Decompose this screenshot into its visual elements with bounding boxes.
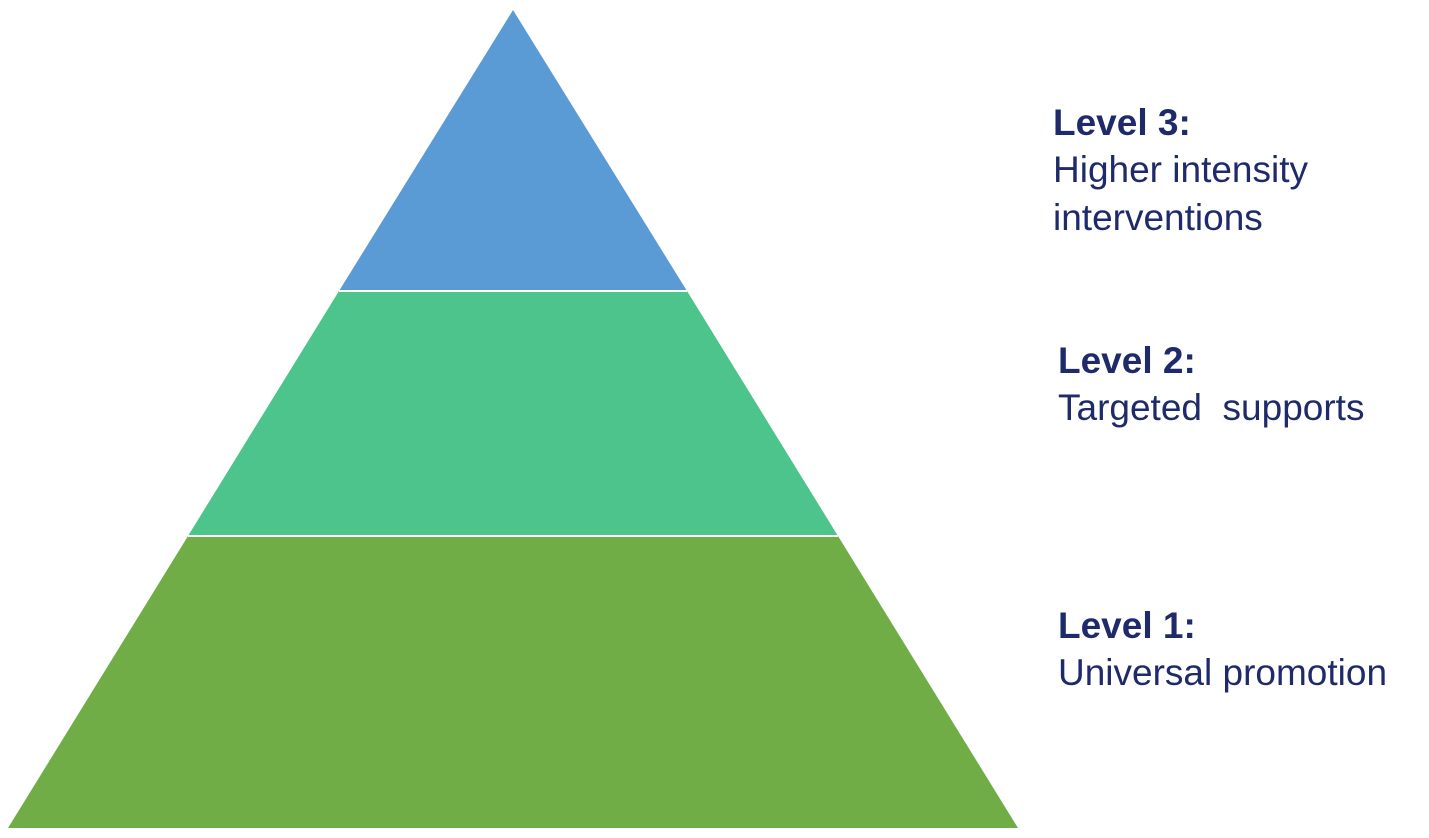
level-3-label: Level 3: Higher intensity interventions bbox=[1053, 100, 1308, 242]
level-2-description: Targeted supports bbox=[1058, 387, 1365, 428]
level-1-title: Level 1: bbox=[1058, 605, 1196, 646]
level-2-title: Level 2: bbox=[1058, 340, 1196, 381]
pyramid-tier-level-2 bbox=[188, 291, 838, 536]
pyramid-tier-level-1 bbox=[8, 536, 1018, 828]
level-3-title: Level 3: bbox=[1053, 102, 1191, 143]
level-1-description: Universal promotion bbox=[1058, 652, 1388, 693]
level-3-description: Higher intensity interventions bbox=[1053, 149, 1309, 238]
level-1-label: Level 1: Universal promotion bbox=[1058, 603, 1387, 697]
pyramid-tier-level-3 bbox=[339, 10, 687, 291]
level-2-label: Level 2: Targeted supports bbox=[1058, 338, 1364, 432]
